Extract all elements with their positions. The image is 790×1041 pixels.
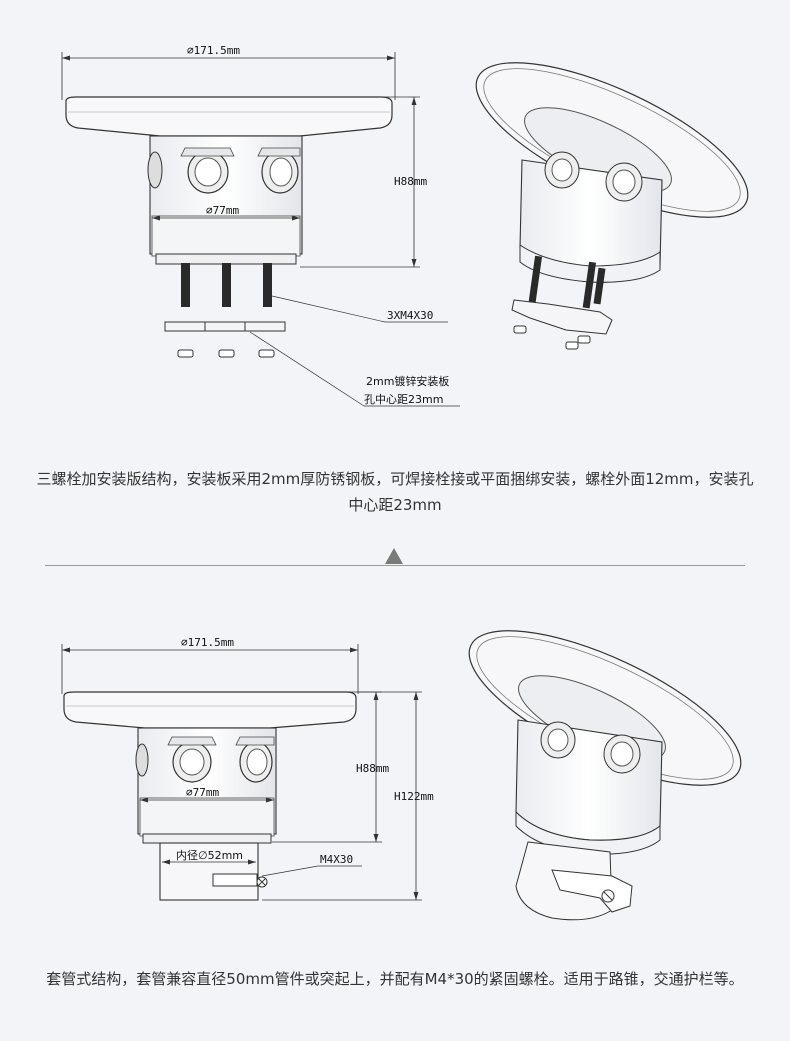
inner-diameter-dimension: ∅77mm xyxy=(152,204,300,221)
perspective-view xyxy=(475,62,749,350)
height-label: H88mm xyxy=(356,762,389,775)
sleeve-diameter-label: 内径∅52mm xyxy=(176,848,243,862)
inner-diameter-label: ∅77mm xyxy=(186,786,219,799)
diameter-label: ∅171.5mm xyxy=(181,636,234,649)
bolt-icon xyxy=(181,263,272,307)
sleeve-diameter-dimension: 内径∅52mm xyxy=(162,848,256,865)
perspective-view xyxy=(468,630,742,921)
diameter-label: ∅171.5mm xyxy=(187,44,240,57)
bolt-leader: 3XM4X30 xyxy=(271,295,448,323)
cable-gland-icon xyxy=(135,736,275,783)
cable-gland-icon xyxy=(147,147,301,194)
side-view xyxy=(65,96,393,358)
screw-icon xyxy=(256,876,268,888)
height-dimension: H88mm xyxy=(300,96,427,268)
inner-diameter-dimension: ∅77mm xyxy=(140,786,274,803)
bolt-label: M4X30 xyxy=(320,853,353,866)
panel-sleeve-mount: ∅171.5mm xyxy=(0,590,790,1041)
caption-sleeve-mount: 套管式结构，套管兼容直径50mm管件或突起上，并配有M4*30的紧固螺栓。适用于… xyxy=(46,970,744,988)
plate-label-line2: 孔中心距23mm xyxy=(364,393,443,406)
divider-arrow-icon xyxy=(385,548,403,564)
total-height-label: H122mm xyxy=(394,790,434,803)
section-divider xyxy=(45,565,745,566)
sleeve-mount-drawing: ∅171.5mm xyxy=(61,630,742,921)
bolt-label: 3XM4X30 xyxy=(387,309,433,322)
plate-label-line1: 2mm镀锌安装板 xyxy=(366,374,449,388)
inner-diameter-label: ∅77mm xyxy=(206,204,239,217)
total-height-dimension: H122mm xyxy=(262,691,434,901)
caption-bolt-mount: 三螺栓加安装版结构，安装板采用2mm厚防锈钢板，可焊接栓接或平面捆绑安装，螺栓外… xyxy=(36,470,754,514)
nut-icon xyxy=(177,349,275,358)
bolt-leader: M4X30 xyxy=(261,853,362,877)
diameter-dimension: ∅171.5mm xyxy=(61,636,359,694)
height-label: H88mm xyxy=(394,175,427,188)
side-view xyxy=(63,691,357,901)
diameter-dimension: ∅171.5mm xyxy=(61,44,396,100)
plate-leader: 2mm镀锌安装板 孔中心距23mm xyxy=(249,331,460,407)
bolt-mount-drawing: ∅171.5mm xyxy=(61,44,749,407)
panel-bolt-mount: ∅171.5mm xyxy=(36,44,754,514)
